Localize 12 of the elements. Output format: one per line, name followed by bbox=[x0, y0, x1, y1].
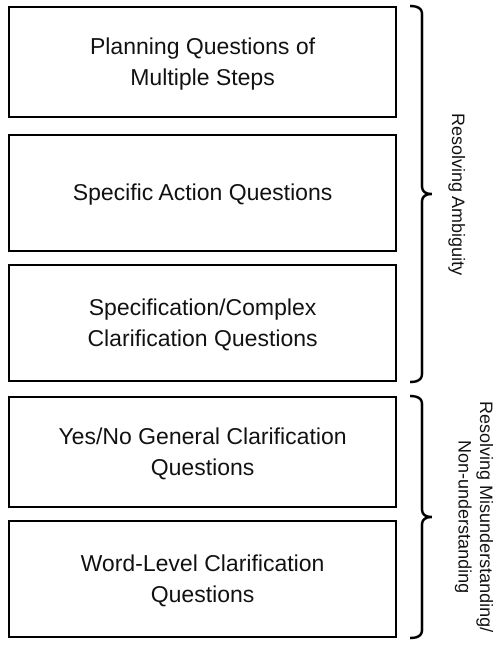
question-box bbox=[8, 396, 397, 508]
box-text: Word-Level Clarification Questions bbox=[80, 548, 326, 609]
question-box bbox=[8, 520, 397, 638]
box-text: Planning Questions of Multiple Steps bbox=[88, 32, 316, 92]
group-label: Resolving Ambiguity bbox=[447, 112, 468, 278]
group-label: Resolving Misunderstanding/ Non-understanding bbox=[453, 400, 496, 635]
question-box bbox=[8, 6, 397, 118]
box-text: Specification/Complex Clarification Questions bbox=[86, 292, 319, 353]
box-text: Specific Action Questions bbox=[72, 178, 332, 208]
box-text: Yes/No General Clarification Questions bbox=[57, 422, 348, 482]
question-box bbox=[8, 134, 397, 252]
question-box bbox=[8, 264, 397, 382]
